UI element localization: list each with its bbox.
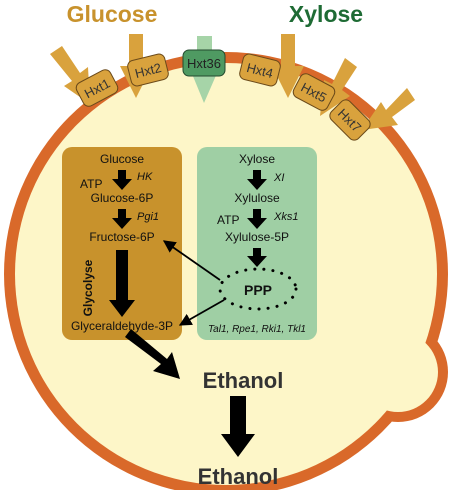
ppp-label: PPP bbox=[244, 282, 272, 298]
glucose-6p-label: Glucose-6P bbox=[91, 191, 154, 205]
hxt4-transporter: Hxt4 bbox=[239, 53, 281, 87]
ethanol-export-arrow bbox=[221, 396, 255, 457]
glycolysis-atp-label: ATP bbox=[80, 177, 102, 191]
xylose-metabolite-label: Xylose bbox=[239, 152, 275, 166]
f6p-to-g3p-arrow bbox=[109, 250, 135, 317]
glyceraldehyde-3p-label: Glyceraldehyde-3P bbox=[71, 319, 173, 333]
hxt7-transport-arrow bbox=[362, 88, 415, 130]
fructose-6p-label: Fructose-6P bbox=[89, 230, 154, 244]
g6p-to-f6p-arrow bbox=[112, 209, 132, 229]
xylose-atp-label: ATP bbox=[217, 213, 239, 227]
xylulose-5p-label: Xylulose-5P bbox=[225, 230, 289, 244]
hxt4-transport-arrow bbox=[272, 34, 304, 98]
glycolysis-box-background bbox=[62, 147, 182, 340]
glycolysis-box: Glucose ATP HK Glucose-6P Pgi1 Fructose-… bbox=[62, 147, 182, 340]
xylulose-label: Xylulose bbox=[234, 191, 280, 205]
xylose-pathway-box: Xylose XI Xylulose ATP Xks1 Xylulose-5P … bbox=[197, 147, 317, 340]
pgi1-enzyme-label: Pgi1 bbox=[137, 211, 159, 223]
hk-enzyme-label: HK bbox=[137, 171, 153, 183]
hxt5-transporter: Hxt5 bbox=[292, 73, 336, 111]
glucose-label: Glucose bbox=[100, 152, 144, 166]
glucose-to-g6p-arrow bbox=[112, 170, 132, 190]
hxt2-label: Hxt2 bbox=[133, 60, 163, 81]
xylose-to-xylulose-arrow bbox=[247, 170, 267, 190]
glycolysis-label: Glycolyse bbox=[81, 259, 95, 316]
xylose-title: Xylose bbox=[289, 1, 363, 27]
ppp-to-f6p-arrow bbox=[162, 240, 221, 281]
hxt2-transporter: Hxt2 bbox=[127, 53, 169, 87]
ppp-to-g3p-arrow bbox=[178, 299, 225, 326]
glucose-title: Glucose bbox=[67, 1, 158, 27]
xylose-box-background bbox=[197, 147, 317, 340]
ppp-cycle-outline bbox=[218, 267, 298, 311]
hxt36-label: Hxt36 bbox=[187, 56, 221, 71]
hxt1-transporter: Hxt1 bbox=[75, 69, 119, 107]
g3p-to-ethanol-arrow bbox=[125, 329, 180, 379]
xylulose-to-x5p-arrow bbox=[247, 209, 267, 229]
hxt36-transporter: Hxt36 bbox=[182, 49, 226, 77]
xi-enzyme-label: XI bbox=[273, 172, 284, 184]
ethanol-extracellular-label: Ethanol bbox=[198, 464, 279, 489]
xks1-enzyme-label: Xks1 bbox=[273, 211, 298, 223]
ethanol-intracellular-label: Ethanol bbox=[203, 368, 284, 393]
ppp-enzymes-label: Tal1, Rpe1, Rki1, Tkl1 bbox=[208, 324, 306, 335]
hxt4-label: Hxt4 bbox=[245, 60, 275, 81]
transporters: Hxt1 Hxt2 Hxt36 Hxt4 Hxt5 Hxt7 bbox=[75, 49, 371, 141]
x5p-to-ppp-arrow bbox=[247, 248, 267, 267]
